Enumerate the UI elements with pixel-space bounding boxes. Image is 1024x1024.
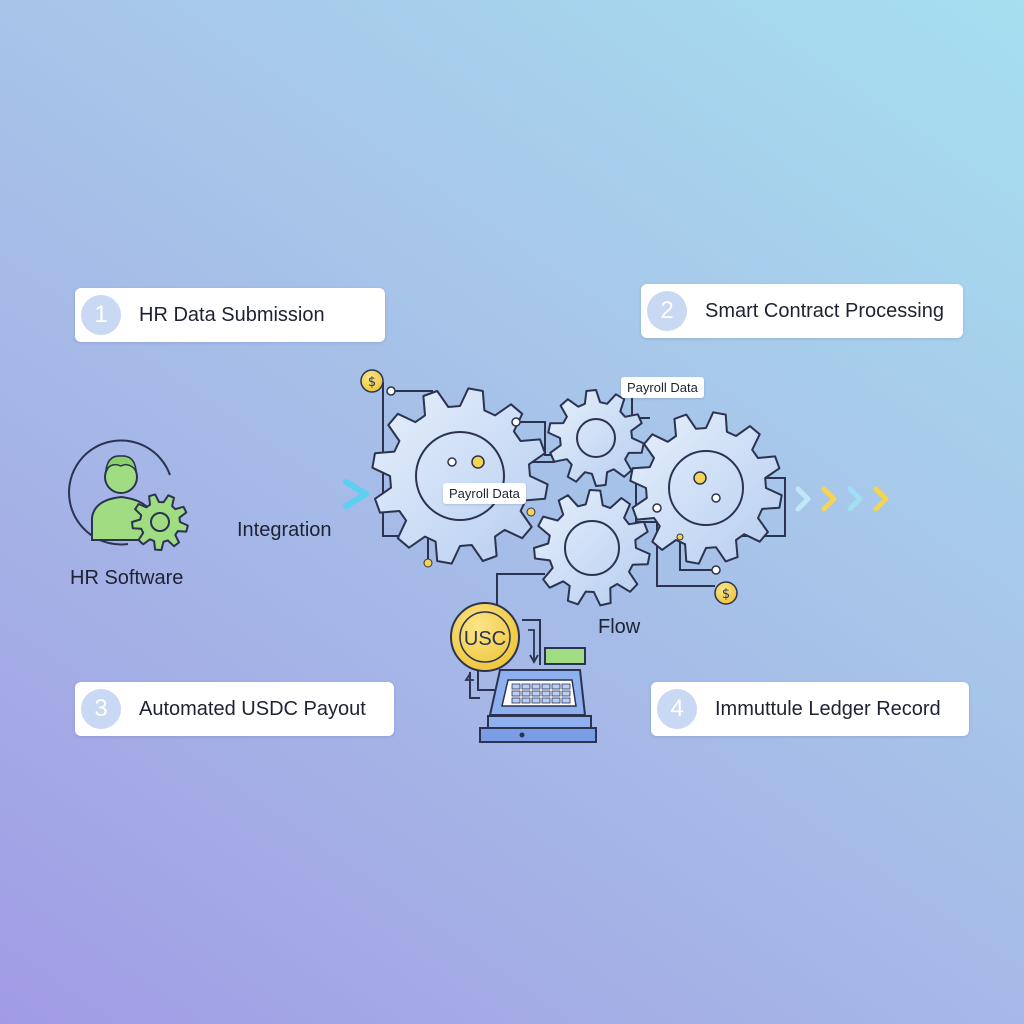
usdc-coin-icon: USC — [450, 602, 520, 672]
gear-icon — [629, 411, 783, 565]
step-number: 1 — [81, 295, 121, 335]
step-label: Smart Contract Processing — [705, 299, 944, 322]
dollar-coin-icon: $ — [360, 369, 384, 393]
step-card-3: 3 Automated USDC Payout — [75, 682, 394, 736]
step-label: Immuttule Ledger Record — [715, 697, 941, 720]
small-gear-icon — [131, 493, 189, 551]
cash-register-icon — [479, 647, 597, 743]
integration-label: Integration — [237, 519, 332, 541]
svg-text:$: $ — [722, 587, 730, 602]
step-label: HR Data Submission — [139, 303, 325, 326]
payroll-data-tag-mid: Payroll Data — [443, 483, 526, 504]
svg-text:$: $ — [368, 375, 376, 390]
gear-icon — [371, 387, 549, 565]
step-number: 4 — [657, 689, 697, 729]
chevron-right-icon — [795, 486, 889, 512]
gear-group — [371, 387, 783, 607]
step-number: 3 — [81, 689, 121, 729]
gear-icon — [533, 489, 651, 607]
circuit-nodes — [386, 386, 721, 575]
step-label: Automated USDC Payout — [139, 697, 366, 720]
dollar-coin-icon: $ — [714, 581, 738, 605]
coin-text: USC — [464, 628, 506, 650]
payroll-data-tag-top: Payroll Data — [621, 377, 704, 398]
step-card-2: 2 Smart Contract Processing — [641, 284, 963, 338]
person-icon — [68, 439, 171, 546]
arrow-right-icon — [217, 479, 369, 509]
cycle-arrows — [464, 629, 539, 681]
gear-icon — [547, 389, 645, 487]
hr-software-label: HR Software — [70, 567, 184, 589]
gear-icon — [131, 493, 189, 551]
flow-label: Flow — [598, 616, 641, 638]
step-number: 2 — [647, 291, 687, 331]
step-card-4: 4 Immuttule Ledger Record — [651, 682, 969, 736]
step-card-1: 1 HR Data Submission — [75, 288, 385, 342]
